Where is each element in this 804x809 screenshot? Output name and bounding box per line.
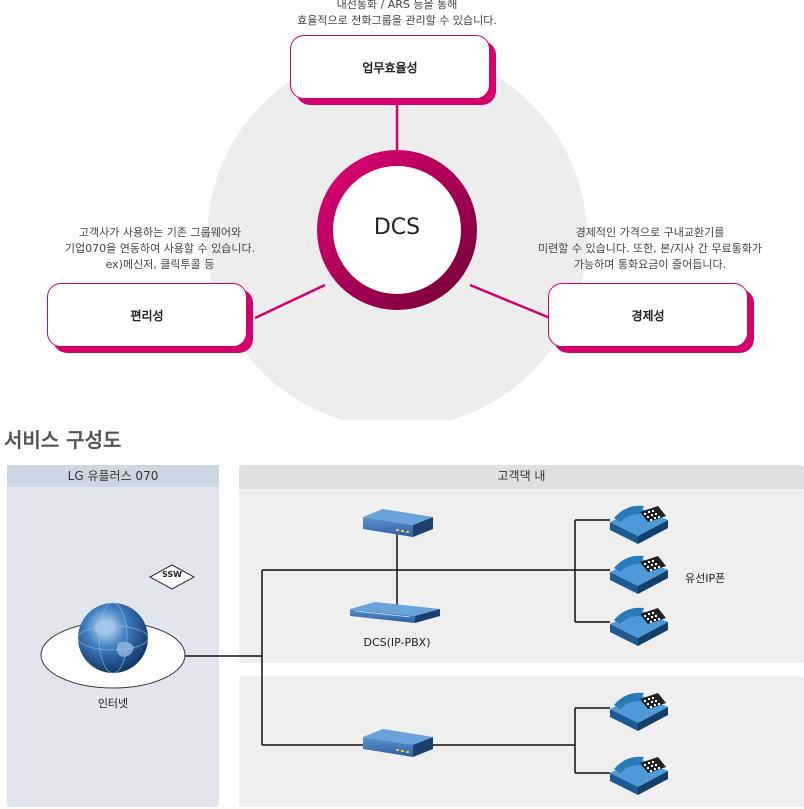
dcs-label: DCS bbox=[373, 215, 421, 240]
benefit-right-box: 경제성 bbox=[548, 283, 748, 347]
internet-label: 인터넷 bbox=[97, 697, 129, 710]
ip-pbx-icon bbox=[350, 602, 440, 623]
phone-icon bbox=[610, 692, 668, 731]
router-icon bbox=[363, 729, 433, 757]
section-title: 서비스 구성도 bbox=[4, 428, 122, 452]
benefit-left-desc-line2: 기업070을 연동하여 사용할 수 있습니다. bbox=[64, 242, 256, 255]
benefit-left-desc-line1: 고객사가 사용하는 기존 그룹웨어와 bbox=[78, 226, 242, 239]
benefit-right-desc-line1: 경제적인 가격으로 구내교환기를 bbox=[575, 226, 725, 239]
customer-panel-title: 고객댁 내 bbox=[239, 465, 804, 489]
dcs-inner bbox=[333, 166, 461, 294]
customer-site-panel-2 bbox=[239, 676, 804, 807]
benefit-top-desc-line2: 효율적으로 전화그룹을 관리할 수 있습니다. bbox=[297, 14, 497, 27]
benefit-top-desc-line1: 내선통화 / ARS 등을 통해 bbox=[336, 0, 458, 11]
connector-left bbox=[254, 283, 326, 320]
benefit-right-desc-line3: 가능하며 통화요금이 줄어듭니다. bbox=[573, 258, 727, 271]
connector-right bbox=[469, 283, 551, 320]
pbx-label: DCS(IP-PBX) bbox=[363, 636, 431, 649]
benefit-right-title: 경제성 bbox=[631, 308, 665, 323]
globe-icon bbox=[77, 602, 149, 674]
phone-icon bbox=[610, 756, 668, 795]
benefit-left-title: 편리성 bbox=[130, 308, 164, 323]
benefit-top-desc: 내선통화 / ARS 등을 통해 효율적으로 전화그룹을 관리할 수 있습니다. bbox=[247, 0, 547, 29]
benefit-left-desc: 고객사가 사용하는 기존 그룹웨어와 기업070을 연동하여 사용할 수 있습니… bbox=[10, 225, 310, 273]
benefit-top-box: 업무효율성 bbox=[290, 35, 490, 99]
benefits-diagram bbox=[207, 48, 587, 420]
phone-icon bbox=[610, 607, 668, 646]
router-icon bbox=[363, 509, 433, 537]
benefit-right-desc-line2: 미련할 수 있습니다. 또한, 본/지사 간 무료통화가 bbox=[538, 242, 762, 255]
phone-icon bbox=[610, 555, 668, 594]
benefit-left-desc-line3: ex)메신저, 클릭투콜 등 bbox=[105, 258, 215, 271]
phones-label: 유선IP폰 bbox=[685, 572, 726, 585]
customer-site-panel-1 bbox=[239, 489, 804, 663]
benefit-top-title: 업무효율성 bbox=[362, 60, 418, 75]
phone-icon bbox=[610, 505, 668, 544]
ssw-label: SSW bbox=[162, 570, 182, 579]
benefit-left-box: 편리성 bbox=[47, 283, 247, 347]
network-diagram bbox=[40, 505, 668, 795]
provider-panel-title: LG 유플러스 070 bbox=[7, 465, 219, 487]
benefit-right-desc: 경제적인 가격으로 구내교환기를 미련할 수 있습니다. 또한, 본/지사 간 … bbox=[500, 225, 800, 273]
ssw-icon bbox=[148, 564, 196, 590]
